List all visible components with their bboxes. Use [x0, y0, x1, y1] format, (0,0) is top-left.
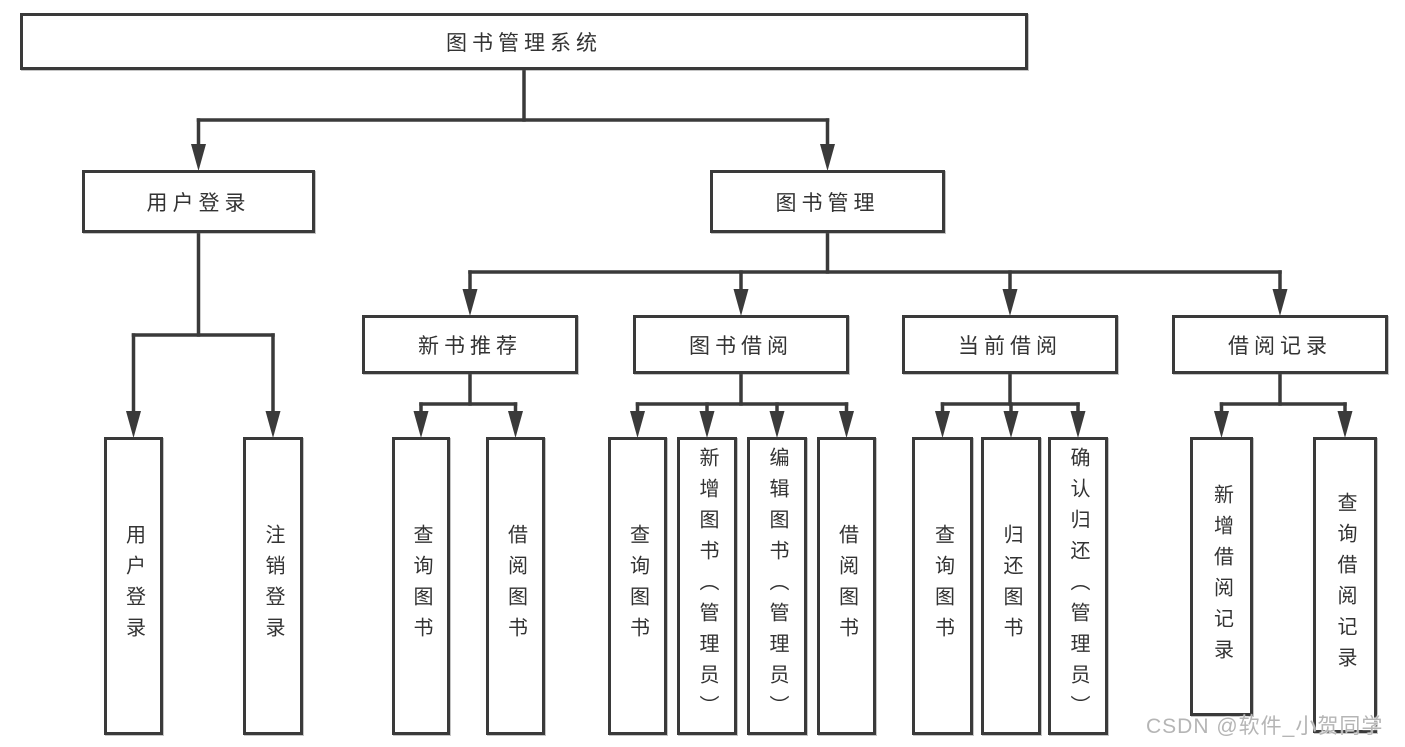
node-label: 归还图书: [1000, 524, 1022, 648]
node-label: 图书管理系统: [446, 31, 602, 55]
diagram-node-user-login-leaf: 用户登录: [104, 437, 163, 735]
diagram-node-query-record: 查询借阅记录: [1313, 437, 1377, 733]
node-label: 借阅记录: [1228, 334, 1332, 358]
diagram-node-confirm-return: 确认归还（管理员）: [1048, 437, 1108, 735]
diagram-node-query-book-1: 查询图书: [392, 437, 450, 735]
arrowhead-new-book-rec: [462, 289, 478, 316]
node-label: 借阅图书: [504, 524, 527, 648]
arrowhead-confirm-return: [1070, 411, 1086, 438]
arrowhead-borrow-book-2: [839, 411, 854, 438]
node-label: 图书管理: [775, 191, 880, 215]
arrowhead-add-book: [699, 411, 715, 438]
node-label: 当前借阅: [958, 334, 1062, 358]
diagram-node-book-borrow: 图书借阅: [633, 315, 849, 374]
node-label: 新增图书（管理员）: [696, 446, 718, 726]
diagram-node-book-mgmt: 图书管理: [710, 170, 945, 233]
watermark: CSDN @软件_小贺同学: [1146, 715, 1384, 738]
diagram-node-root: 图书管理系统: [20, 13, 1028, 70]
arrowhead-book-borrow: [733, 289, 749, 316]
diagram-node-logout-leaf: 注销登录: [243, 437, 303, 735]
arrowhead-query-book-1: [413, 411, 429, 438]
arrowhead-user-login-leaf: [126, 411, 141, 438]
diagram-node-add-record: 新增借阅记录: [1190, 437, 1253, 716]
arrowhead-query-book-2: [630, 411, 645, 438]
arrowhead-current-borrow: [1002, 289, 1018, 316]
arrowhead-borrow-records: [1272, 289, 1288, 316]
arrowhead-query-record: [1337, 411, 1353, 438]
diagram-node-current-borrow: 当前借阅: [902, 315, 1118, 374]
diagram-node-return-book: 归还图书: [981, 437, 1041, 735]
node-label: 查询借阅记录: [1334, 492, 1356, 678]
diagram-node-borrow-book-1: 借阅图书: [486, 437, 545, 735]
node-label: 借阅图书: [835, 524, 858, 648]
arrowhead-borrow-book-1: [508, 411, 523, 438]
arrowhead-query-book-3: [935, 411, 950, 438]
diagram-node-add-book: 新增图书（管理员）: [677, 437, 737, 735]
node-label: 用户登录: [146, 191, 251, 215]
node-label: 查询图书: [410, 524, 432, 648]
arrowhead-return-book: [1003, 411, 1019, 438]
arrowhead-logout-leaf: [265, 411, 281, 438]
node-label: 注销登录: [262, 524, 284, 648]
arrowhead-edit-book: [769, 411, 785, 438]
arrowhead-add-record: [1214, 411, 1229, 438]
node-label: 查询图书: [931, 524, 954, 648]
node-label: 编辑图书（管理员）: [766, 446, 788, 726]
arrowhead-book-mgmt: [820, 144, 835, 171]
node-label: 图书借阅: [689, 334, 793, 358]
node-label: 新书推荐: [418, 334, 522, 358]
arrowhead-user-login: [191, 144, 206, 171]
diagram-node-borrow-book-2: 借阅图书: [817, 437, 876, 735]
diagram-node-user-login: 用户登录: [82, 170, 315, 233]
node-label: 用户登录: [122, 524, 145, 648]
node-label: 查询图书: [626, 524, 649, 648]
diagram-node-query-book-2: 查询图书: [608, 437, 667, 735]
node-label: 新增借阅记录: [1210, 483, 1233, 670]
node-label: 确认归还（管理员）: [1067, 446, 1089, 726]
diagram-node-edit-book: 编辑图书（管理员）: [747, 437, 807, 735]
diagram-node-new-book-rec: 新书推荐: [362, 315, 578, 374]
diagram-node-borrow-records: 借阅记录: [1172, 315, 1388, 374]
diagram-node-query-book-3: 查询图书: [912, 437, 973, 735]
